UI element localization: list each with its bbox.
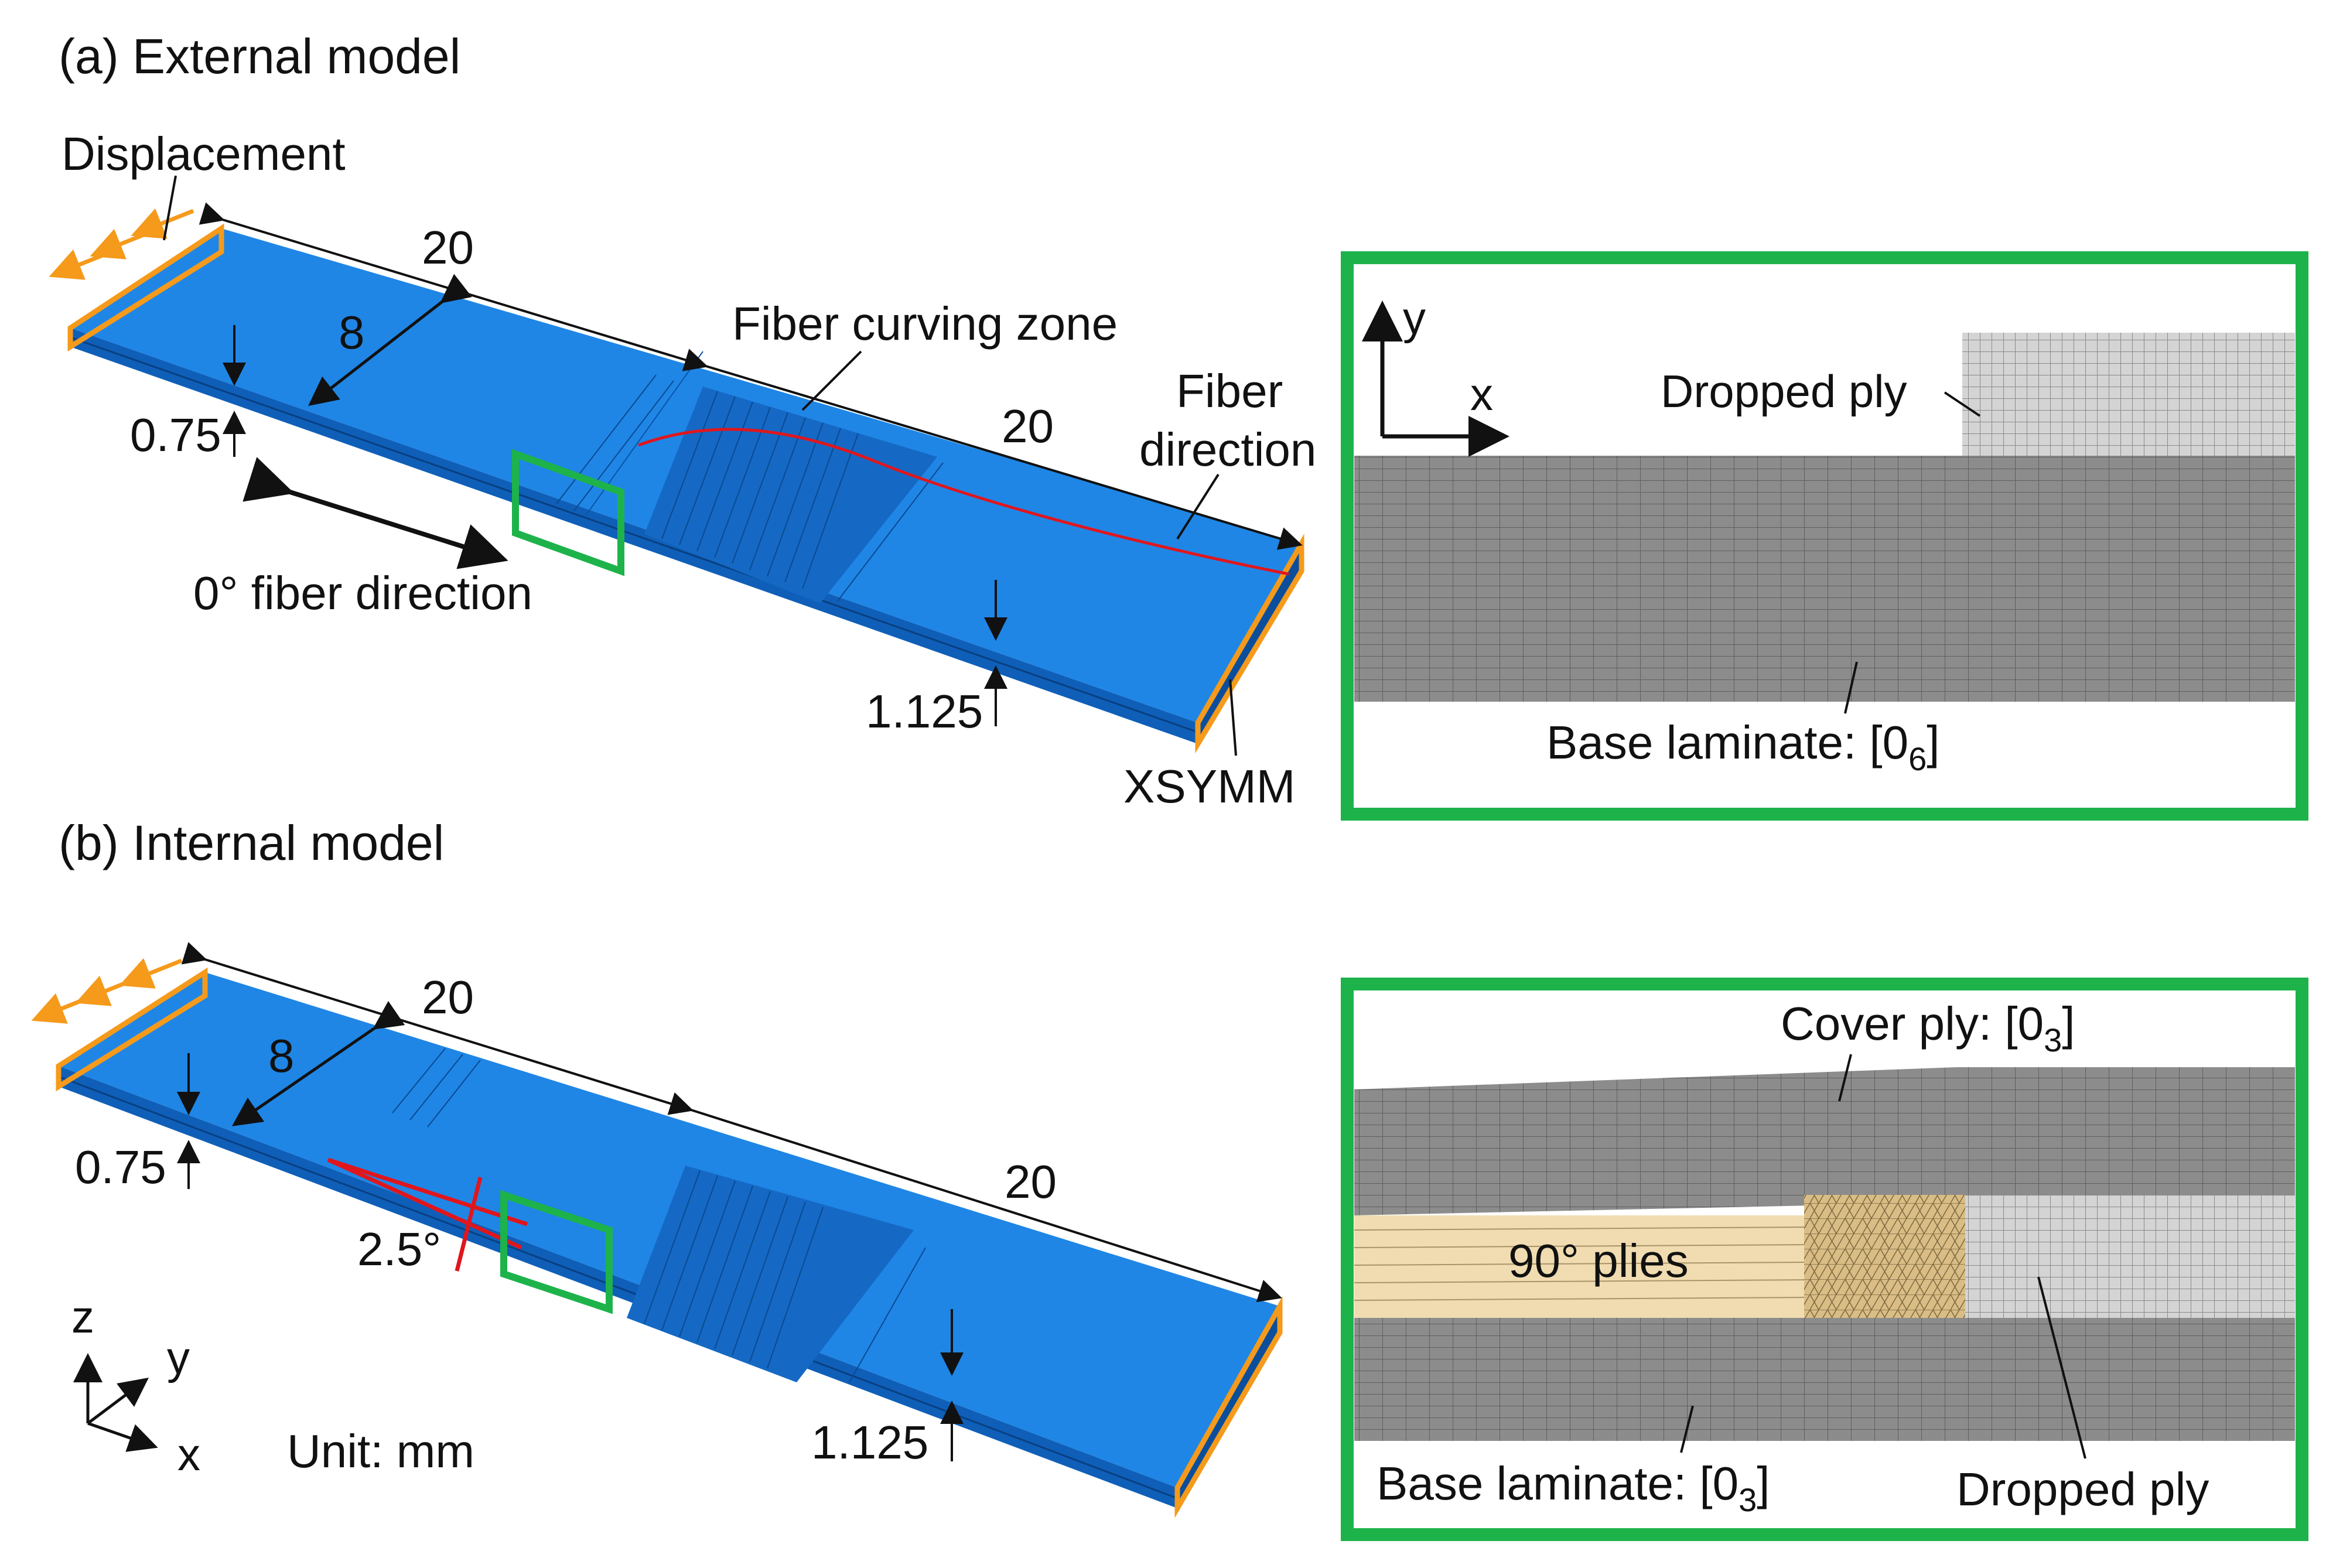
dim-b-length-right-line bbox=[667, 1092, 1282, 1303]
axis-x-label: x bbox=[177, 1429, 200, 1480]
base-laminate-mesh bbox=[1354, 456, 2295, 702]
dim-length-right-line bbox=[682, 349, 1303, 550]
dim-b-thick-label: 1.125 bbox=[811, 1416, 928, 1468]
inset-a-x-label: x bbox=[1470, 368, 1493, 420]
inset-b: Cover ply: [03] 90° plies Base laminate:… bbox=[1341, 978, 2308, 1541]
dim-b-width-line bbox=[231, 1000, 405, 1126]
displacement-arrows-b bbox=[31, 958, 183, 1024]
zoom-region-frame-b bbox=[500, 1190, 613, 1314]
dropped-ply-b-label: Dropped ply bbox=[1956, 1463, 2209, 1515]
axis-y-label: y bbox=[167, 1332, 190, 1383]
base-laminate-mesh-b bbox=[1354, 1318, 2295, 1441]
base-laminate-label: Base laminate: [06] bbox=[1546, 716, 1940, 777]
inset-a: y x Dropped ply Base laminate: [06] bbox=[1341, 251, 2308, 821]
axis-z-label: z bbox=[71, 1291, 94, 1342]
triangle-mesh-region bbox=[1804, 1195, 1965, 1318]
dim-b-length-left-label: 20 bbox=[422, 971, 474, 1023]
fiber-curving-leader bbox=[801, 350, 862, 411]
zero-fiber-arrow bbox=[243, 457, 508, 569]
panel-a-title: (a) External model bbox=[59, 29, 460, 84]
xsymm-leader bbox=[1229, 679, 1237, 756]
ninety-plies-lines bbox=[1354, 1227, 1805, 1301]
dim-length-left-label: 20 bbox=[422, 221, 474, 274]
ninety-plies-label: 90° plies bbox=[1508, 1235, 1689, 1287]
zoom-region-frame bbox=[512, 449, 624, 576]
dim-length-right-label: 20 bbox=[1002, 400, 1054, 452]
plate-front-face bbox=[70, 328, 1198, 744]
dropped-ply-label: Dropped ply bbox=[1661, 365, 1907, 417]
xsymm-label: XSYMM bbox=[1123, 760, 1295, 812]
dropped-ply-b-leader bbox=[2037, 1276, 2086, 1459]
dim-b-length-right-label: 20 bbox=[1005, 1156, 1057, 1208]
panel-b: (b) Internal model bbox=[31, 815, 1283, 1518]
dropped-ply-mesh bbox=[1962, 333, 2295, 456]
panel-b-title: (b) Internal model bbox=[59, 815, 444, 870]
dim-width-label: 8 bbox=[339, 306, 365, 358]
fiber-curving-zone-label: Fiber curving zone bbox=[732, 298, 1118, 350]
dim-b-width-label: 8 bbox=[268, 1030, 295, 1082]
displacement-arrows bbox=[49, 208, 194, 280]
dim-thin-label: 0.75 bbox=[130, 409, 221, 461]
base-laminate-leader bbox=[1844, 661, 1858, 714]
fiber-direction-leader bbox=[1176, 473, 1220, 540]
dropped-ply-leader bbox=[1944, 391, 1981, 417]
dim-thick-label: 1.125 bbox=[866, 685, 983, 737]
cover-ply-mesh bbox=[1354, 1067, 2295, 1215]
xsymm-boundary bbox=[1195, 534, 1304, 754]
dim-b-thin-label: 0.75 bbox=[75, 1141, 166, 1193]
base-laminate-b-label: Base laminate: [03] bbox=[1377, 1457, 1770, 1518]
zero-fiber-direction-label: 0° fiber direction bbox=[193, 567, 532, 619]
dim-width-line bbox=[308, 274, 472, 406]
angle-label: 2.5° bbox=[357, 1223, 441, 1275]
plate-end-face bbox=[1198, 544, 1302, 744]
inset-a-y-label: y bbox=[1403, 292, 1426, 344]
ply-drop-angle-lines bbox=[327, 1157, 528, 1272]
cover-ply-label: Cover ply: [03] bbox=[1781, 997, 2075, 1058]
global-axes bbox=[73, 1353, 158, 1452]
panel-a: (a) External model bbox=[49, 29, 1316, 812]
displacement-label: Displacement bbox=[62, 128, 346, 180]
dropped-ply-mesh-b bbox=[1965, 1195, 2295, 1318]
displacement-leader bbox=[163, 175, 177, 241]
xsymm-boundary-b bbox=[1174, 1296, 1283, 1518]
base-laminate-b-leader bbox=[1680, 1405, 1694, 1453]
fiber-direction-label-1: Fiber bbox=[1176, 365, 1283, 417]
dim-b-length-left-line bbox=[181, 942, 694, 1115]
fiber-direction-label-2: direction bbox=[1139, 423, 1316, 476]
unit-label: Unit: mm bbox=[287, 1425, 474, 1477]
cover-ply-leader bbox=[1838, 1054, 1852, 1102]
